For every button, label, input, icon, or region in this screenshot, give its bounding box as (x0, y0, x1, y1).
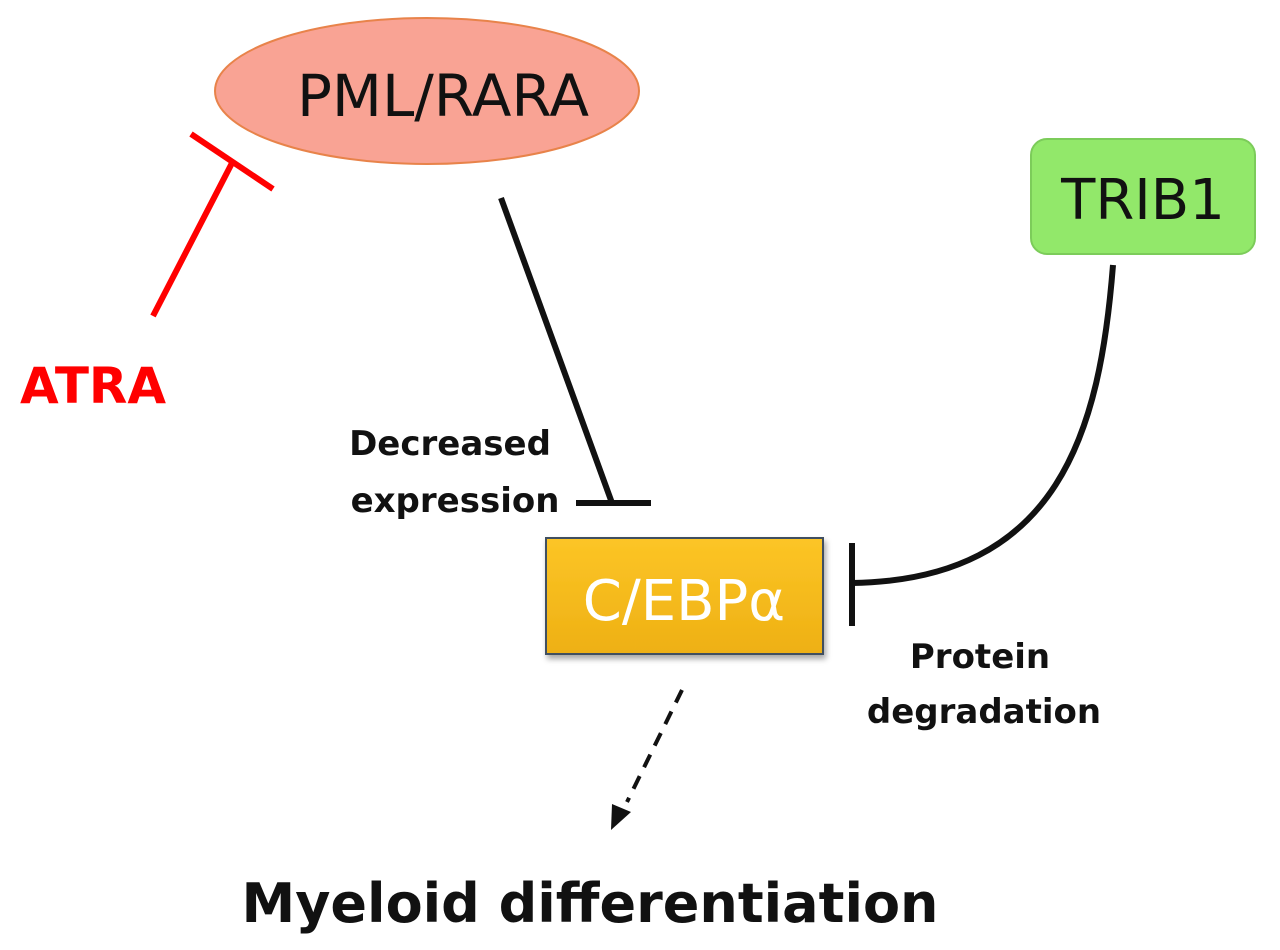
trib1-label: TRIB1 (1060, 168, 1225, 233)
atra-inhibition-bar (189, 131, 275, 192)
trib1-inhibition-curve (851, 264, 1116, 586)
edge-trib1-inhibits-cebpa (849, 264, 1116, 626)
node-pml-rara: PML/RARA (214, 17, 640, 165)
node-trib1: TRIB1 (1030, 138, 1256, 255)
node-cebpa: C/EBPα (545, 537, 824, 655)
decreased-expression-label-line1: Decreased (349, 424, 551, 464)
pml-rara-ellipse (214, 17, 640, 165)
decreased-expression-label-line2: expression (351, 481, 560, 521)
dashed-activation-line (625, 689, 684, 803)
atra-inhibition-line (150, 161, 235, 318)
pml-rara-label: PML/RARA (297, 62, 589, 130)
trib1-box (1030, 138, 1256, 255)
arrowhead-icon (611, 804, 631, 830)
edge-cebpa-to-myeloid-differentiation (611, 689, 684, 830)
myeloid-differentiation-label: Myeloid differentiation (242, 872, 939, 935)
edge-pml-rara-inhibits-cebpa (498, 196, 651, 506)
protein-degradation-label-line1: Protein (910, 637, 1050, 677)
cebpa-label: C/EBPα (583, 569, 785, 634)
protein-degradation-label-line2: degradation (867, 692, 1101, 732)
cebpa-box (545, 537, 824, 655)
atra-label: ATRA (20, 357, 166, 415)
pml-inhibition-line (498, 196, 615, 505)
edge-atra-inhibits-pml-rara (150, 131, 275, 318)
